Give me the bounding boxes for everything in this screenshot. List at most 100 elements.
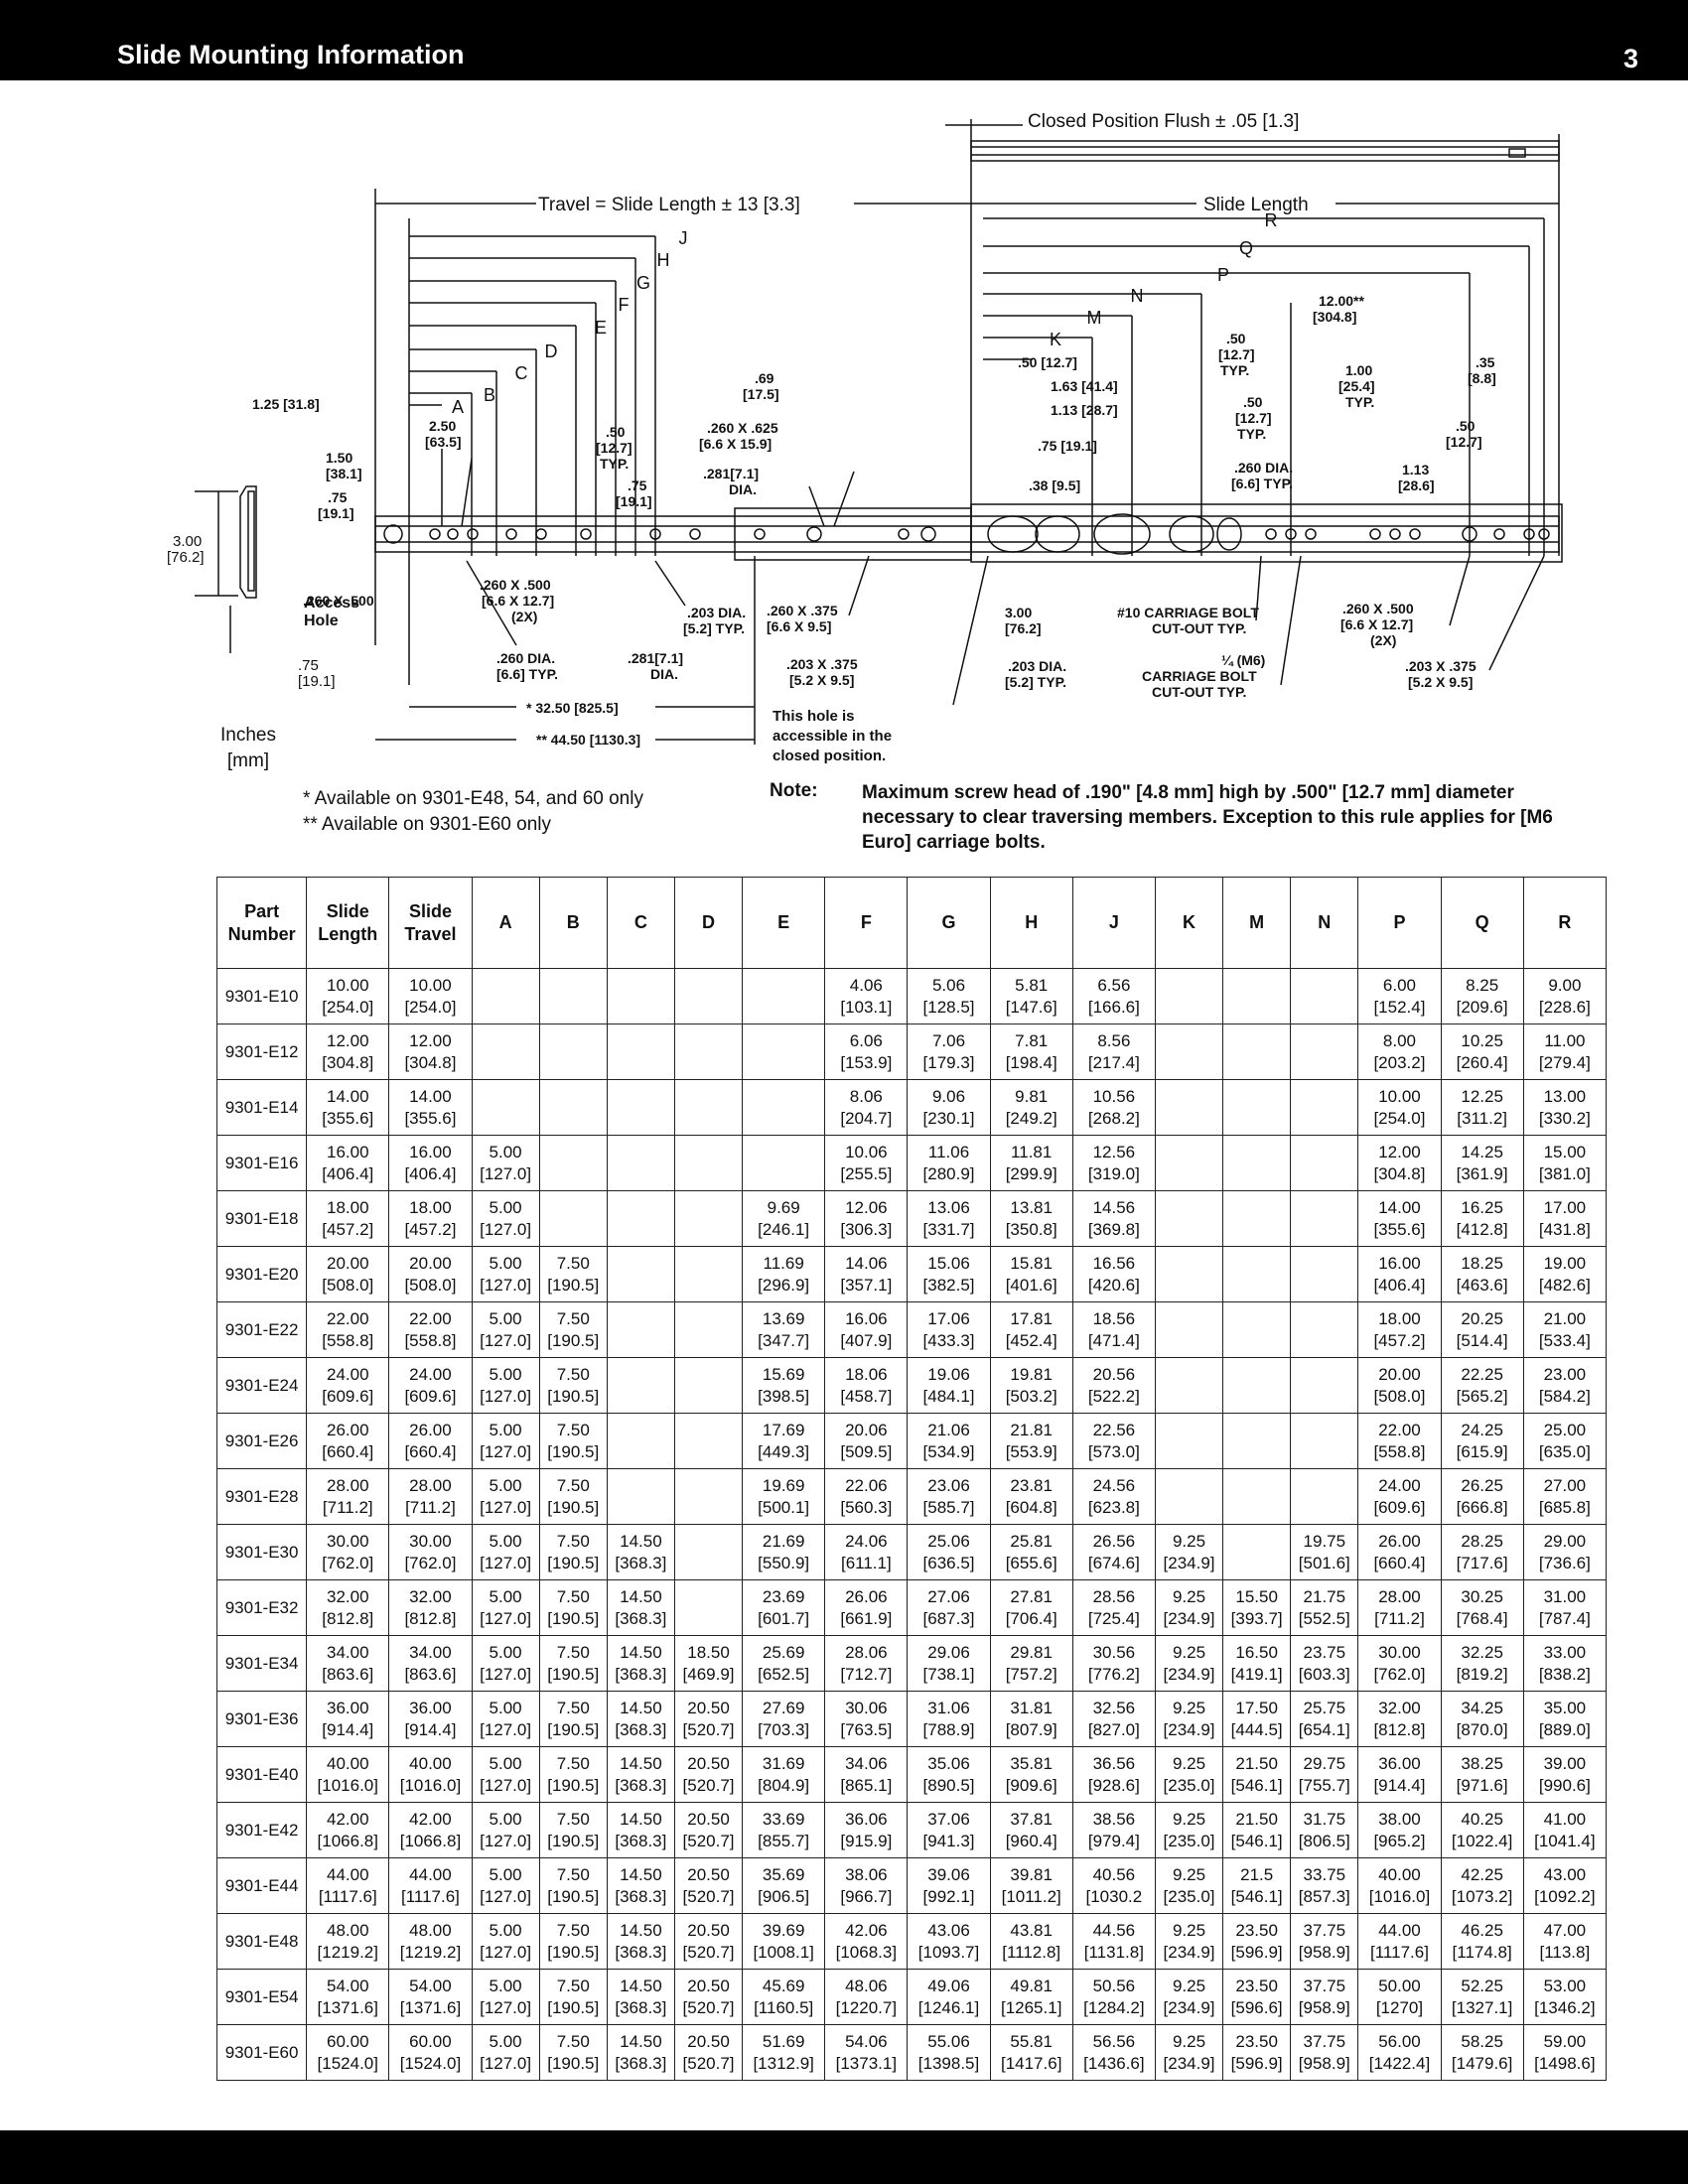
- dim-letter-h: H: [657, 250, 670, 270]
- value-inches: 20.50: [687, 1976, 730, 1995]
- table-cell: 7.50[190.5]: [538, 1246, 608, 1302]
- value-inches: 23.50: [1235, 2031, 1278, 2051]
- table-cell: 14.00[355.6]: [306, 1079, 390, 1136]
- value-mm: [1016.0]: [1368, 1886, 1431, 1906]
- value-mm: [190.5]: [547, 1441, 600, 1461]
- slot-r-203-375-mm: [5.2 X 9.5]: [1408, 674, 1473, 690]
- closed-position-label: Closed Position Flush ± .05 [1.3]: [1028, 111, 1299, 132]
- table-cell: 14.50[368.3]: [606, 1524, 675, 1580]
- table-cell: 9.81[249.2]: [989, 1079, 1073, 1136]
- value-mm: [788.9]: [922, 1719, 975, 1739]
- value-inches: 9.25: [1172, 1698, 1206, 1717]
- table-cell: 19.75[501.6]: [1290, 1524, 1359, 1580]
- value-mm: [601.7]: [758, 1608, 810, 1628]
- value-mm: [520.7]: [682, 1831, 735, 1850]
- value-inches: 14.50: [620, 1642, 662, 1662]
- table-cell: 11.81[299.9]: [989, 1135, 1073, 1191]
- value-inches: 22.00: [409, 1308, 452, 1328]
- table-cell: [1222, 1468, 1292, 1525]
- value-inches: 14.50: [620, 1753, 662, 1773]
- value-mm: [1219.2]: [399, 1942, 462, 1962]
- dim-letter-j: J: [679, 228, 688, 248]
- value-inches: 33.00: [1543, 1642, 1587, 1662]
- value-mm: [419.1]: [1230, 1664, 1283, 1684]
- part-number-cell: 9301-E18: [215, 1190, 308, 1247]
- value-inches: 26.06: [845, 1586, 888, 1606]
- table-cell: 48.00[1219.2]: [388, 1913, 473, 1970]
- dim-r-1-13: 1.13 [28.7]: [1051, 402, 1118, 418]
- value-inches: 30.25: [1461, 1586, 1503, 1606]
- dia-260: .260 DIA.: [496, 650, 555, 666]
- table-cell: 15.00[381.0]: [1522, 1135, 1608, 1191]
- value-inches: 54.00: [409, 1976, 452, 1995]
- value-inches: 19.75: [1303, 1531, 1346, 1551]
- value-mm: [685.8]: [1538, 1497, 1591, 1517]
- value-inches: 25.00: [1543, 1420, 1587, 1439]
- value-inches: 12.25: [1461, 1086, 1503, 1106]
- table-cell: 7.50[190.5]: [538, 1468, 608, 1525]
- table-cell: 7.06[179.3]: [907, 1024, 991, 1080]
- value-inches: 36.00: [1378, 1753, 1421, 1773]
- value-mm: [990.6]: [1538, 1775, 1591, 1795]
- dim-1-50-mm: [38.1]: [326, 466, 362, 481]
- value-inches: 7.50: [556, 1420, 590, 1439]
- value-mm: [190.5]: [547, 1386, 600, 1406]
- value-inches: 17.06: [927, 1308, 970, 1328]
- dia-203-r-mm: [5.2] TYP.: [1005, 674, 1066, 690]
- table-cell: 37.81[960.4]: [989, 1802, 1073, 1858]
- value-inches: 16.06: [845, 1308, 888, 1328]
- table-cell: 5.06[128.5]: [907, 968, 991, 1024]
- table-cell: [1222, 1079, 1292, 1136]
- value-mm: [254.0]: [1373, 1108, 1426, 1128]
- value-inches: 5.00: [489, 1586, 522, 1606]
- value-inches: 7.81: [1015, 1030, 1049, 1050]
- table-cell: 34.25[870.0]: [1440, 1691, 1524, 1747]
- value-inches: 14.50: [620, 1976, 662, 1995]
- dim-0-35: .35: [1476, 354, 1495, 370]
- value-inches: 50.56: [1092, 1976, 1136, 1995]
- note-label: Note:: [770, 780, 818, 801]
- value-inches: 22.00: [1378, 1420, 1421, 1439]
- table-cell: 24.56[623.8]: [1071, 1468, 1156, 1525]
- value-mm: [254.0]: [404, 997, 457, 1017]
- value-mm: [234.9]: [1163, 1608, 1215, 1628]
- value-mm: [469.9]: [682, 1664, 735, 1684]
- travel-label: Travel = Slide Length ± 13 [3.3]: [538, 195, 800, 215]
- table-cell: 10.00[254.0]: [306, 968, 390, 1024]
- table-cell: 19.06[484.1]: [907, 1357, 991, 1414]
- value-inches: 7.06: [931, 1030, 966, 1050]
- table-cell: 7.50[190.5]: [538, 1357, 608, 1414]
- value-mm: [127.0]: [480, 1831, 532, 1850]
- part-number-cell: 9301-E26: [215, 1413, 308, 1469]
- value-inches: 20.50: [687, 1698, 730, 1717]
- value-mm: [546.1]: [1230, 1886, 1283, 1906]
- value-inches: 49.81: [1010, 1976, 1053, 1995]
- value-mm: [128.5]: [922, 997, 975, 1017]
- page-number: 3: [1622, 44, 1638, 73]
- table-cell: 9.25[234.9]: [1154, 1579, 1224, 1636]
- slot-260-500-count: (2X): [511, 609, 537, 624]
- value-inches: 18.00: [409, 1197, 452, 1217]
- table-cell: 14.50[368.3]: [606, 1857, 675, 1914]
- value-mm: [520.7]: [682, 1942, 735, 1962]
- table-cell: 5.00[127.0]: [471, 1691, 540, 1747]
- dia-281-b: .281[7.1]: [628, 650, 683, 666]
- value-mm: [674.6]: [1087, 1553, 1140, 1572]
- value-inches: 7.50: [556, 1920, 590, 1940]
- value-inches: 14.00: [1378, 1197, 1421, 1217]
- value-mm: [319.0]: [1087, 1163, 1140, 1183]
- table-cell: [1154, 1024, 1224, 1080]
- value-mm: [533.4]: [1538, 1330, 1591, 1350]
- value-inches: 8.56: [1097, 1030, 1131, 1050]
- value-mm: [449.3]: [758, 1441, 810, 1461]
- value-mm: [1327.1]: [1451, 1997, 1513, 2017]
- table-cell: 32.56[827.0]: [1071, 1691, 1156, 1747]
- slide-mounting-drawing: Closed Position Flush ± .05 [1.3] Travel…: [167, 111, 1563, 764]
- table-cell: 9.25[234.9]: [1154, 1524, 1224, 1580]
- height-3-00: 3.00: [173, 533, 202, 550]
- table-cell: 9.25[234.9]: [1154, 2024, 1224, 2081]
